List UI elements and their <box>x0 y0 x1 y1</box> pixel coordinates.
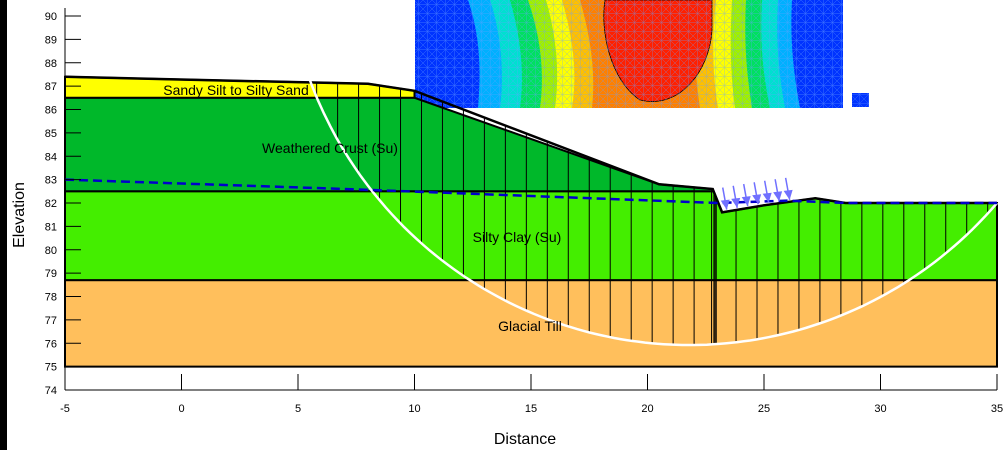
load-arrowhead <box>773 191 783 202</box>
x-tick-label: 20 <box>641 403 653 415</box>
x-tick-label: 5 <box>295 403 301 415</box>
y-tick-label: 84 <box>45 151 57 163</box>
x-tick-label: 25 <box>758 403 770 415</box>
y-tick-label: 77 <box>45 315 57 327</box>
load-arrowhead <box>720 199 730 210</box>
safety-factor-contour-plot <box>415 0 843 108</box>
x-tick-label: 10 <box>408 403 420 415</box>
method-of-slices <box>316 82 989 346</box>
y-tick-label: 83 <box>45 175 57 187</box>
y-axis-title: Elevation <box>11 182 28 248</box>
x-tick-label: 15 <box>525 403 537 415</box>
left-edge-bar <box>0 0 7 450</box>
x-axis-title: Distance <box>494 431 556 448</box>
load-arrowhead <box>731 197 741 208</box>
layer-label-sandy-silt: Sandy Silt to Silty Sand <box>163 82 309 98</box>
slip-surface <box>288 0 998 347</box>
y-tick-label: 85 <box>45 128 57 140</box>
x-tick-label: -5 <box>60 403 70 415</box>
layer-label-silty-clay: Silty Clay (Su) <box>473 229 562 245</box>
ground-surface <box>64 75 997 214</box>
y-tick-label: 79 <box>45 268 57 280</box>
y-tick-label: 87 <box>45 81 57 93</box>
load-arrowhead <box>762 192 772 203</box>
y-tick-label: 82 <box>45 198 57 210</box>
y-tick-label: 81 <box>45 221 57 233</box>
x-tick-label: 0 <box>178 403 184 415</box>
y-tick-label: 90 <box>45 11 57 23</box>
y-tick-label: 75 <box>45 362 57 374</box>
y-tick-label: 78 <box>45 292 57 304</box>
y-tick-label: 76 <box>45 338 57 350</box>
surcharge-load-arrows <box>720 177 793 210</box>
y-tick-label: 80 <box>45 245 57 257</box>
load-arrowhead <box>741 196 751 207</box>
y-tick-label: 88 <box>45 58 57 70</box>
load-arrowhead <box>783 189 793 200</box>
y-tick-label: 89 <box>45 34 57 46</box>
axes: 74 75 76 77 78 79 80 81 82 83 84 85 86 87 88 89 90 -5 0 5 10… <box>45 8 1003 415</box>
y-tick-label: 86 <box>45 105 57 117</box>
load-arrowhead <box>752 194 762 205</box>
layer-label-weathered-crust: Weathered Crust (Su) <box>262 140 398 156</box>
layer-label-glacial-till: Glacial Till <box>498 318 562 334</box>
x-tick-label: 35 <box>991 403 1003 415</box>
water-table-line <box>64 178 997 205</box>
y-tick-label: 74 <box>45 385 57 397</box>
x-tick-label: 30 <box>874 403 886 415</box>
